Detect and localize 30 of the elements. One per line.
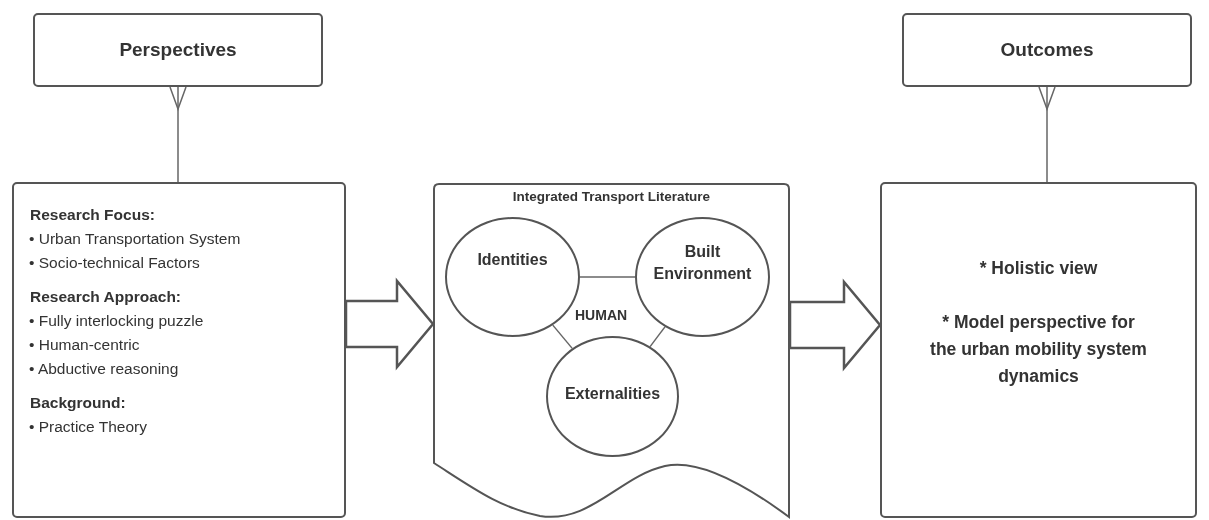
relationship-line [1038, 86, 1056, 183]
circle-label: Externalities [563, 384, 662, 404]
title-text: Integrated Transport Literature [511, 189, 712, 204]
outcome-text: * Holistic view [978, 257, 1099, 280]
bullet-item: • Socio-technical Factors [29, 254, 200, 272]
heading-text: Perspectives [118, 39, 238, 61]
outcome-text: * Model perspective for the urban mobility system dynamics [930, 311, 1147, 388]
section-heading: Research Focus: [30, 206, 155, 224]
section-heading: Background: [30, 394, 126, 412]
content-box [12, 182, 346, 518]
bullet-item: • Fully interlocking puzzle [29, 312, 204, 330]
connector-line [552, 324, 573, 350]
block-arrow [344, 277, 435, 371]
content-box [880, 182, 1197, 518]
relationship-line [169, 86, 187, 183]
section-heading: Research Approach: [30, 288, 182, 306]
connector-line [649, 326, 666, 348]
heading-text: Outcomes [999, 39, 1095, 61]
circle-label: Identities [476, 250, 549, 270]
block-arrow [788, 278, 882, 372]
bullet-item: • Urban Transportation System [29, 230, 241, 248]
connector-line [579, 276, 636, 278]
bullet-item: • Human-centric [29, 336, 140, 354]
center-label: HUMAN [575, 307, 628, 323]
document-shape [433, 183, 790, 518]
bullet-item: • Abductive reasoning [29, 360, 179, 378]
heading-box [33, 13, 323, 87]
bullet-item: • Practice Theory [29, 418, 147, 436]
heading-box [902, 13, 1192, 87]
circle-label: Built Environment [652, 242, 753, 284]
